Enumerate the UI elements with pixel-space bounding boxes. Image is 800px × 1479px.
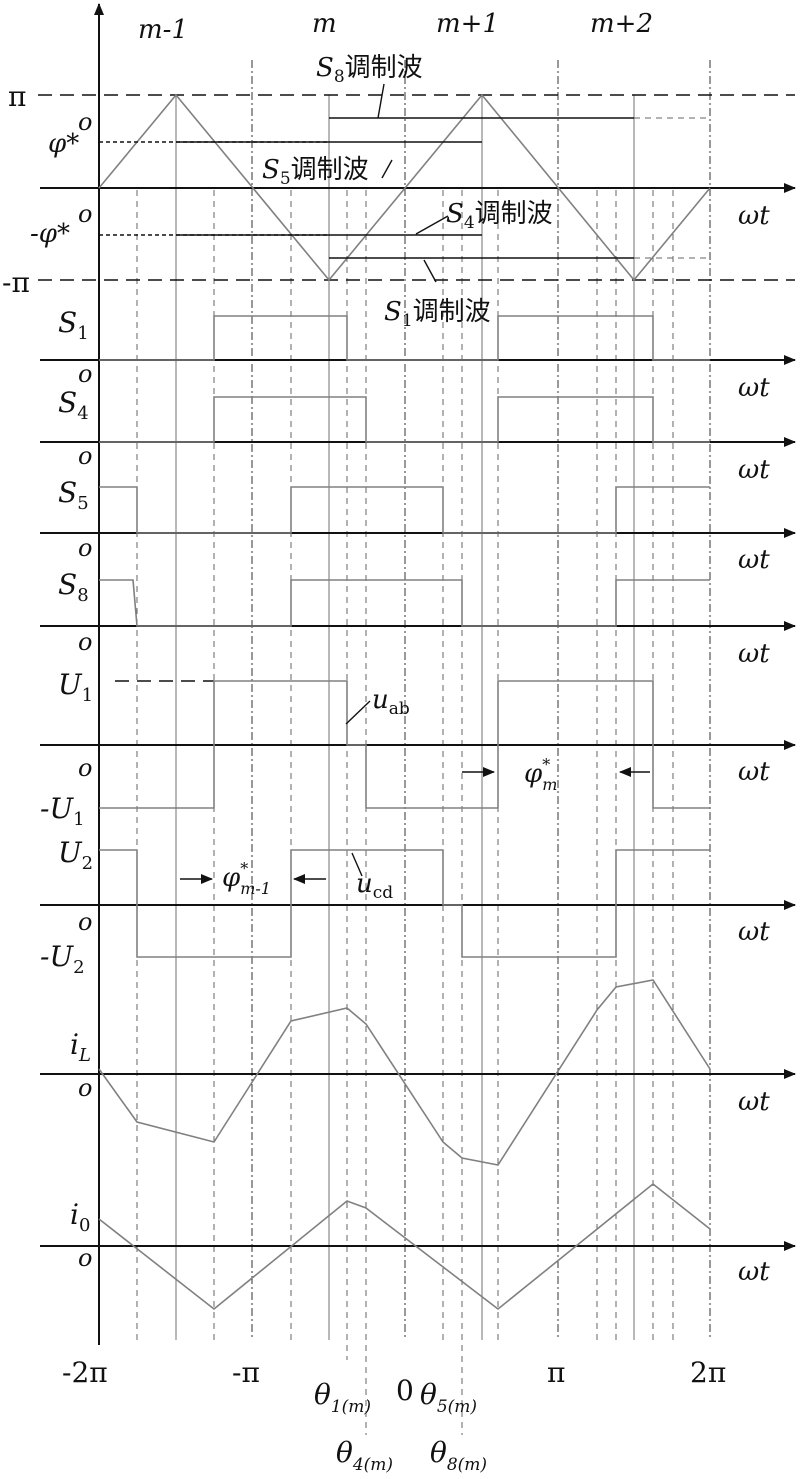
origin-label-u1: o xyxy=(78,754,92,782)
s4-signal-label: S4 xyxy=(58,386,89,424)
uab-label: uab xyxy=(372,685,410,719)
uab-leader xyxy=(345,700,371,725)
omega-t-label-4: ωt xyxy=(738,545,770,575)
s4-waveform xyxy=(99,396,710,443)
omega-t-label-6: ωt xyxy=(738,757,770,787)
theta-1m-label: θ1(m) xyxy=(314,1378,371,1417)
segment-label-m+2: m+2 xyxy=(590,9,653,39)
omega-t-label-3: ωt xyxy=(738,455,770,485)
s1-modulation-label: S1调制波 xyxy=(384,297,491,331)
origin-label-s8: o xyxy=(78,628,92,656)
pi-label: π xyxy=(8,80,26,113)
segment-label-m-1: m-1 xyxy=(138,15,188,45)
il-waveform xyxy=(98,979,711,1166)
s5-signal-label: S5 xyxy=(58,476,89,514)
neg-u1-label: -U1 xyxy=(40,792,85,830)
origin-label-top2: o xyxy=(78,200,92,228)
s1-signal-label: S1 xyxy=(58,306,89,344)
segment-label-m: m xyxy=(312,9,337,39)
neg-phi-star-label: -φ* xyxy=(30,219,70,249)
tick-neg-2pi: -2π xyxy=(62,1356,108,1389)
voltage-panels xyxy=(40,680,796,958)
switching-signal-panels xyxy=(40,315,796,631)
phi-star-label: φ* xyxy=(48,129,79,159)
phi-m-label: φ*m xyxy=(524,755,557,794)
current-panels xyxy=(40,979,796,1311)
s8-waveform xyxy=(99,579,710,627)
phi-m1-label: φ*m-1 xyxy=(222,859,271,898)
modulation-panel xyxy=(38,83,796,283)
s1-waveform xyxy=(99,315,710,361)
s5-waveform xyxy=(99,486,710,534)
theta-4m-label: θ4(m) xyxy=(336,1436,393,1475)
ucd-waveform xyxy=(99,849,710,958)
omega-t-label-1: ωt xyxy=(738,201,770,231)
s8-signal-label: S8 xyxy=(58,568,89,606)
omega-t-label-2: ωt xyxy=(738,373,770,403)
omega-t-label-5: ωt xyxy=(738,639,770,669)
il-label: iL xyxy=(70,1028,91,1066)
theta-5m-label: θ5(m) xyxy=(420,1378,477,1417)
theta-8m-label: θ8(m) xyxy=(430,1436,487,1475)
omega-t-label-9: ωt xyxy=(738,1257,770,1287)
neg-pi-label: -π xyxy=(2,266,30,299)
s8-modulation-label: S8调制波 xyxy=(316,53,423,87)
uab-waveform xyxy=(99,680,710,809)
omega-t-label-7: ωt xyxy=(738,917,770,947)
triangular-carrier xyxy=(98,93,711,282)
neg-u2-label: -U2 xyxy=(40,940,85,978)
tick-2pi: 2π xyxy=(690,1356,726,1389)
labels: m-1 m m+1 m+2 π o φ* o -φ* -π S8调制波 S5调制… xyxy=(2,9,770,1475)
origin-label-u2: o xyxy=(78,908,92,936)
omega-t-label-8: ωt xyxy=(738,1087,770,1117)
segment-label-m+1: m+1 xyxy=(436,9,499,39)
i0-waveform xyxy=(98,1182,711,1311)
u1-label: U1 xyxy=(58,668,93,706)
ucd-leader xyxy=(351,852,363,877)
tick-neg-pi: -π xyxy=(232,1356,260,1389)
origin-label-s5: o xyxy=(78,534,92,562)
ucd-label: ucd xyxy=(356,869,393,903)
i0-label: i0 xyxy=(70,1198,90,1236)
s4-modulation-label: S4调制波 xyxy=(446,199,553,233)
tick-pi: π xyxy=(547,1356,565,1389)
origin-label-i0: o xyxy=(78,1244,92,1272)
s5-modulation-label: S5调制波 xyxy=(262,155,369,189)
origin-label-s4: o xyxy=(78,442,92,470)
origin-label-s1: o xyxy=(78,360,92,388)
tick-zero: 0 xyxy=(396,1374,414,1407)
origin-label-il: o xyxy=(78,1074,92,1102)
origin-label-top: o xyxy=(78,108,92,136)
u2-label: U2 xyxy=(58,836,93,874)
vertical-guides xyxy=(136,60,711,1435)
